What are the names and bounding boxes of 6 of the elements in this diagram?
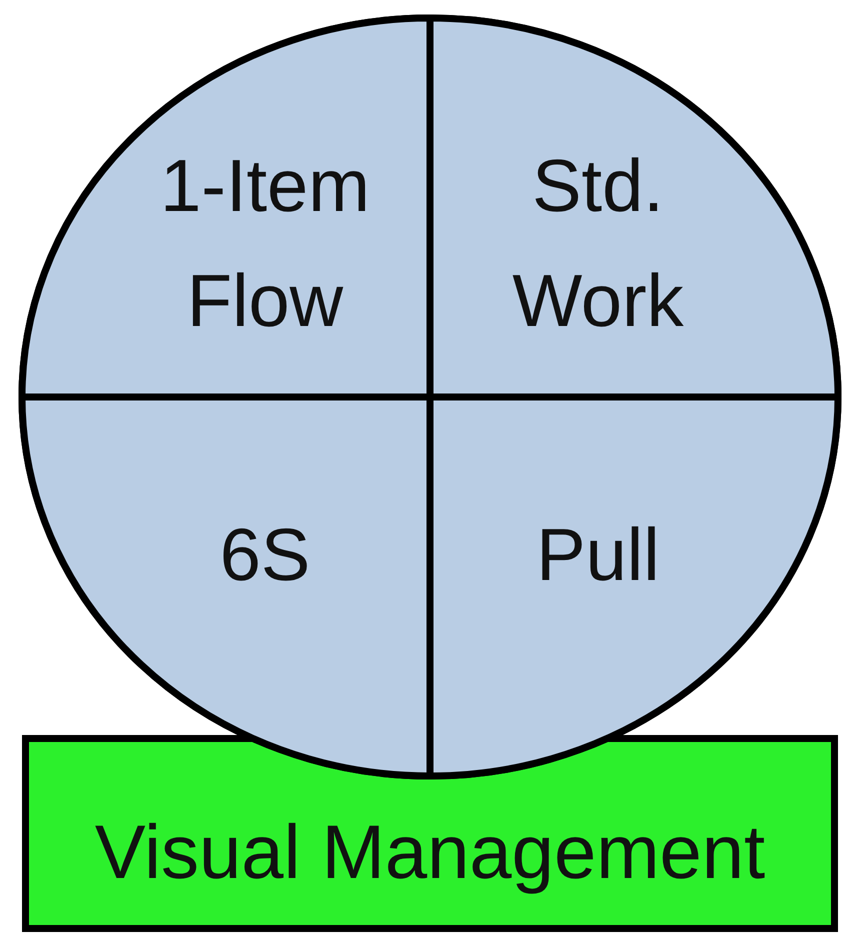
quadrant-label: 1-Item Flow <box>159 143 371 344</box>
quadrant-label: Std. Work <box>511 143 685 344</box>
quadrant-label: 6S <box>218 512 312 598</box>
bar-label: Visual Management <box>94 809 766 897</box>
quadrant-label: Pull <box>535 512 661 598</box>
base-bar <box>22 735 838 932</box>
